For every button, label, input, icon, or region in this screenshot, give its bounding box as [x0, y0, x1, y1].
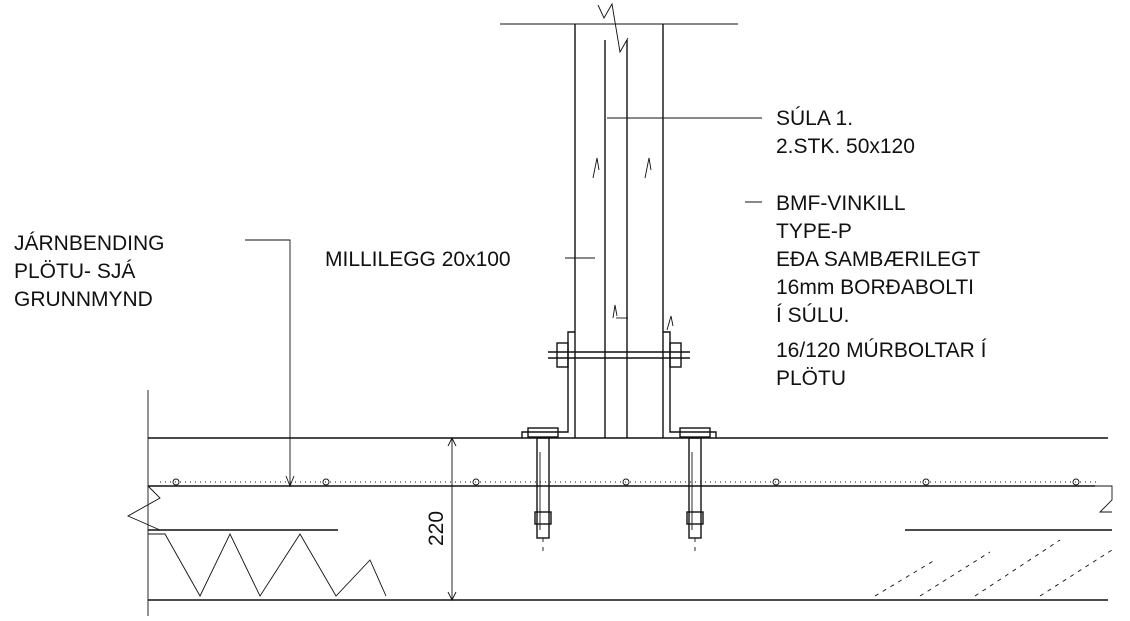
- label-rebar-line-3: GRUNNMYND: [14, 288, 153, 311]
- grain-mark-2: [644, 157, 652, 179]
- anchor-bolts: [534, 437, 704, 552]
- anchor-bolt-left: [536, 437, 550, 539]
- label-bracket-line-3: EÐA SAMBÆRILEGT: [776, 248, 980, 271]
- grain-mark-3: [612, 304, 618, 319]
- label-column: SÚLA 1. 2.STK. 50x120: [776, 107, 915, 158]
- hatch-line: [1039, 549, 1113, 597]
- leader-rebar-arrow: [285, 475, 295, 488]
- anchor-bolt-right-sleeve: [686, 511, 704, 525]
- insulation-zigzag: [148, 532, 387, 597]
- label-shim: MILLILEGG 20x100: [325, 248, 511, 271]
- hatch-line: [974, 539, 1061, 597]
- grain-mark-4: [666, 315, 674, 331]
- bolt-nut-left: [556, 342, 569, 368]
- label-rebar: JÁRNBENDING PLÖTU- SJÁ GRUNNMYND: [14, 232, 165, 311]
- bolt-nut-right: [669, 342, 682, 368]
- label-bracket-line-7: PLÖTU: [776, 367, 846, 390]
- label-column-line-2: 2.STK. 50x120: [776, 135, 915, 158]
- rebar-dot: [1072, 478, 1080, 486]
- angle-brackets: [521, 331, 717, 438]
- dimension-220: 220: [425, 436, 457, 602]
- bracket-left: [521, 331, 575, 438]
- hatch-line: [919, 551, 991, 597]
- label-bracket-line-4: 16mm BORÐABOLTI: [776, 276, 974, 299]
- anchor-washer-right: [679, 427, 711, 438]
- rebar-dot: [772, 478, 780, 486]
- rebar-dot: [322, 478, 330, 486]
- label-bracket-line-1: BMF-VINKILL: [776, 192, 906, 215]
- rebar-dot: [622, 478, 630, 486]
- grain-mark-1: [592, 157, 600, 179]
- label-bracket-line-2: TYPE-P: [776, 220, 852, 243]
- rebar-dot: [922, 478, 930, 486]
- column: [500, 2, 738, 438]
- anchor-bolt-left-sleeve: [534, 511, 552, 525]
- dimension-arrow-bottom: [447, 591, 457, 602]
- slab-break-left: [126, 485, 161, 531]
- slab-break-right: [1095, 485, 1113, 513]
- rebar-dot: [172, 478, 180, 486]
- label-bracket-line-6: 16/120 MÚRBOLTAR Í: [776, 339, 987, 362]
- slab: [126, 390, 1113, 616]
- anchor-bolt-right: [688, 437, 702, 539]
- label-bracket-line-5: Í SÚLU.: [776, 304, 850, 327]
- hatch-line: [874, 559, 936, 597]
- leader-rebar: [245, 239, 291, 486]
- label-rebar-line-1: JÁRNBENDING: [14, 232, 165, 255]
- label-column-line-1: SÚLA 1.: [776, 107, 853, 130]
- label-bracket: BMF-VINKILL TYPE-P EÐA SAMBÆRILEGT 16mm …: [776, 192, 987, 390]
- dimension-text: 220: [425, 511, 448, 546]
- leaders: [245, 117, 762, 488]
- column-break-mark: [597, 2, 629, 54]
- bracket-right: [663, 331, 717, 438]
- label-rebar-line-2: PLÖTU- SJÁ: [14, 260, 135, 283]
- anchor-washer-left: [527, 427, 559, 438]
- dimension-arrow-top: [447, 436, 457, 447]
- rebar-dot: [472, 478, 480, 486]
